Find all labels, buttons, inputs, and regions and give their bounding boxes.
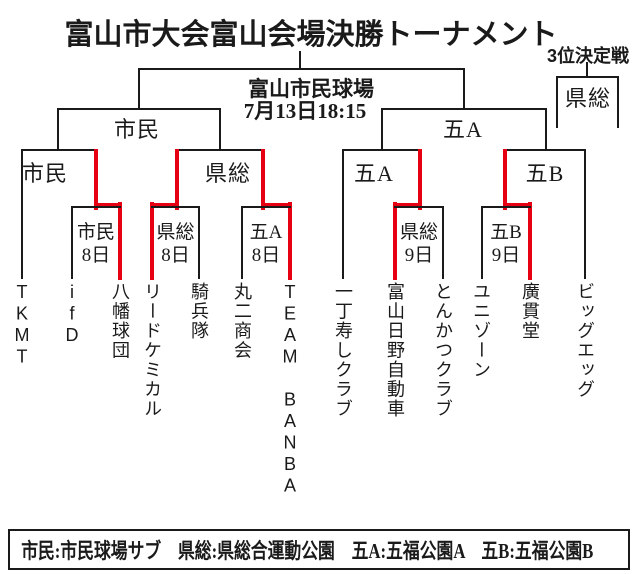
final-bar [138,68,465,70]
team-name-0: TKMT [12,282,32,368]
winner-path-branch [94,149,98,210]
winner-path-jog [150,203,179,208]
winner-path-line [528,202,532,280]
match-top-bar [481,206,531,208]
semifinal-branch [381,108,383,151]
third-place-leg [556,76,558,128]
match-date-3: 9日 [404,245,434,266]
team-line [198,206,200,279]
match-top-bar [151,206,200,208]
semifinal-bar [57,108,221,110]
third-place-venue-label: 県総 [564,86,612,111]
match-top-bar [71,206,121,208]
semifinal-label-1: 五A [443,117,483,142]
winner-path-line [150,202,154,280]
match-date-0: 8日 [81,245,111,266]
quarterfinal-label-1: 県総 [204,161,252,186]
team-name-4: 騎兵隊 [189,282,209,341]
match-venue-0: 市民 [76,222,116,243]
team-name-2: 八幡球団 [110,282,130,360]
quarterfinal-bar [176,149,264,151]
match-venue-2: 五A [249,222,283,243]
semifinal-label-0: 市民 [113,117,161,142]
quarterfinal-bar [21,149,97,151]
winner-path-jog [261,203,292,208]
semifinal-bar [381,108,547,110]
winner-path-jog [94,203,122,208]
team-name-3: リードケミカル [142,282,162,419]
team-name-6: TEAM BANBA [280,282,300,497]
match-venue-1: 県総 [156,222,195,243]
team-name-5: 丸二商会 [232,282,252,360]
semifinal-branch [57,108,59,151]
third-place-bar [556,76,619,78]
final-stub [299,51,301,70]
third-place-stub [586,62,588,78]
semifinal-branch [219,108,221,151]
team-line [584,149,586,279]
third-place-heading: 3位決定戦 [546,46,630,66]
legend-box: 市民:市民球場サブ 県総:県総合運動公園 五A:五福公園A 五B:五福公園B [8,529,630,570]
winner-path-branch [418,149,422,210]
quarterfinal-bar [504,149,586,151]
team-name-10: ユニゾーン [471,282,491,380]
winner-path-branch [503,149,507,210]
winner-path-jog [393,203,422,208]
semifinal-branch [545,108,547,151]
match-date-4: 9日 [491,245,521,266]
semifinal-stub [138,68,140,110]
quarterfinal-label-2: 五A [354,161,394,186]
team-name-11: 廣貫堂 [520,282,540,341]
match-date-1: 8日 [161,245,190,266]
team-name-8: 富山日野自動車 [385,282,405,419]
team-name-7: 一丁寿しクラブ [333,282,353,419]
quarterfinal-label-0: 市民 [21,161,69,186]
quarterfinal-bar [342,149,421,151]
quarterfinal-label-3: 五B [525,161,565,186]
match-venue-3: 県総 [399,222,439,243]
final-venue: 富山市民球場 [248,77,374,101]
team-line [481,206,483,279]
semifinal-stub [463,68,465,110]
team-name-12: ビッグエッグ [575,282,595,399]
team-line [442,206,444,279]
winner-path-line [393,202,397,280]
winner-path-jog [503,203,532,208]
team-line [71,206,73,279]
winner-path-branch [261,149,265,210]
winner-path-line [118,202,122,280]
match-top-bar [394,206,444,208]
team-line [342,149,344,279]
third-place-leg [617,76,619,128]
team-name-1: ifD [62,282,82,347]
legend-text: 市民:市民球場サブ 県総:県総合運動公園 五A:五福公園A 五B:五福公園B [21,538,594,563]
team-line [21,149,23,279]
match-date-2: 8日 [251,245,281,266]
team-line [241,206,243,279]
final-datetime: 7月13日18:15 [243,99,367,123]
match-venue-4: 五B [490,222,522,243]
match-top-bar [241,206,291,208]
winner-path-line [288,202,292,280]
page-title: 富山市大会富山会場決勝トーナメント [64,19,558,51]
winner-path-branch [175,149,179,210]
team-name-9: とんかつクラブ [433,282,453,419]
